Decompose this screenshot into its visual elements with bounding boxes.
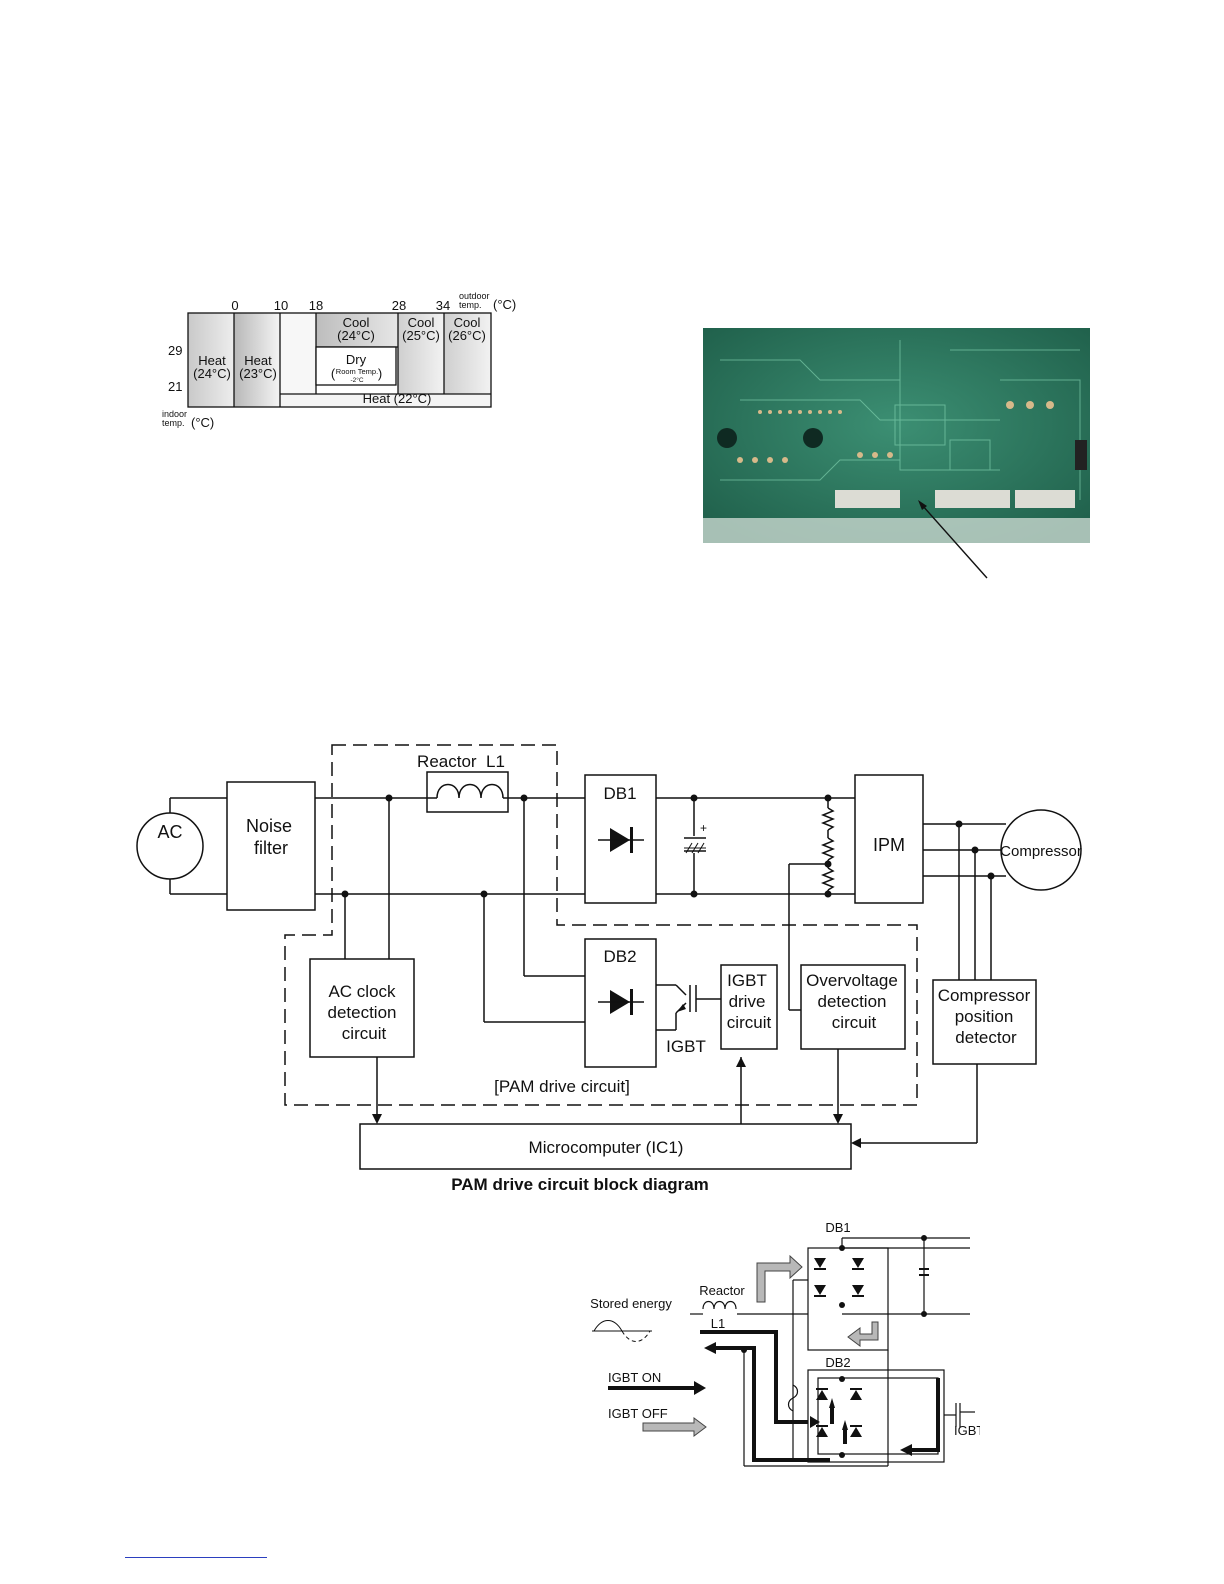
igbt-off-label: IGBT OFF (608, 1406, 668, 1421)
ac-clock-detection-block (309, 958, 415, 1058)
overvoltage-label: detection (818, 992, 887, 1011)
reactor-l1-block (426, 771, 509, 813)
noise-filter-block (226, 781, 316, 911)
ac-clock-label: AC clock (328, 982, 396, 1001)
outdoor-tick: 28 (392, 298, 406, 313)
capacitor-plus: + (700, 821, 707, 835)
microcomputer-block (359, 1123, 852, 1170)
zone-heat-24 (188, 313, 234, 407)
zone-label: Cool (454, 315, 481, 330)
zone-label: Cool (408, 315, 435, 330)
indoor-tick: 29 (168, 343, 182, 358)
pam-region-outline (284, 744, 918, 1106)
l1-label: L1 (711, 1316, 725, 1331)
outdoor-tick: 18 (309, 298, 323, 313)
noise-filter-label: filter (254, 838, 288, 858)
igbt-drive-label: circuit (727, 1013, 772, 1032)
overvoltage-label: circuit (832, 1013, 877, 1032)
db1-label: DB1 (825, 1220, 850, 1235)
zone-label: -2°C (350, 376, 363, 384)
zone-label: (25°C) (402, 328, 440, 343)
indoor-label: temp. (162, 418, 185, 428)
outdoor-tick: 10 (274, 298, 288, 313)
igbt-on-current-path (700, 1330, 940, 1462)
db1-block (584, 774, 657, 904)
igbt-off-current-path (756, 1254, 879, 1347)
igbt-label: IGBT (954, 1423, 980, 1438)
db2-block (584, 938, 657, 1068)
zone-label: (26°C) (448, 328, 486, 343)
pam-region-label: [PAM drive circuit] (494, 1077, 630, 1096)
operation-mode-chart: 0 10 18 28 34 outdoor temp. (°C) 29 21 i… (162, 291, 516, 430)
zone-label: ) (378, 366, 382, 381)
outdoor-unit: (°C) (493, 297, 516, 312)
zone-label: Dry (346, 352, 367, 367)
ac-clock-label: detection (328, 1003, 397, 1022)
ac-label: AC (157, 822, 182, 842)
ipm-label: IPM (873, 835, 905, 855)
zone-label: (24°C) (193, 366, 231, 381)
indoor-label: indoor (162, 409, 187, 419)
ipm-block (854, 774, 924, 904)
comp-position-label: detector (955, 1028, 1017, 1047)
db2-label: DB2 (603, 947, 636, 966)
zone-label: Heat (22°C) (363, 391, 432, 406)
comp-position-label: position (955, 1007, 1014, 1026)
outdoor-label: outdoor (459, 291, 490, 301)
overvoltage-detection-block (800, 964, 906, 1050)
stored-energy-label: Stored energy (590, 1296, 672, 1311)
outdoor-tick: 0 (231, 298, 238, 313)
reactor-label: Reactor (699, 1283, 745, 1298)
outdoor-label: temp. (459, 300, 482, 310)
pam-operation-diagram: DB1 DB2 Reactor L1 Stored energy IGBT ON… (590, 1220, 980, 1467)
indoor-unit: (°C) (191, 415, 214, 430)
igbt-drive-label: IGBT (727, 971, 767, 990)
igbt-drive-block (720, 964, 778, 1050)
block-diagram-caption: PAM drive circuit block diagram (451, 1175, 709, 1194)
compressor-position-detector-block (932, 979, 1037, 1065)
compressor-motor (1000, 809, 1082, 891)
outdoor-tick: 34 (436, 298, 450, 313)
zone-label: Heat (244, 353, 272, 368)
igbt-label: IGBT (666, 1037, 706, 1056)
comp-position-label: Compressor (938, 986, 1031, 1005)
zone-label: (24°C) (337, 328, 375, 343)
zone-label: Heat (198, 353, 226, 368)
igbt-on-label: IGBT ON (608, 1370, 661, 1385)
overvoltage-label: Overvoltage (806, 971, 898, 990)
zone-label: Cool (343, 315, 370, 330)
db2-label: DB2 (825, 1355, 850, 1370)
zone-cool-25 (398, 313, 444, 394)
zone-cool-24 (316, 313, 398, 347)
zone-heat-23 (234, 313, 280, 407)
zone-label: Room Temp. (336, 367, 378, 376)
microcomputer-label: Microcomputer (IC1) (529, 1138, 684, 1157)
reactor-label: Reactor L1 (417, 752, 505, 771)
footer-link-rule (125, 1557, 267, 1558)
pam-block-diagram: + AC Noise filter Reactor L1 DB1 DB2 IPM… (136, 744, 1082, 1194)
indoor-tick: 21 (168, 379, 182, 394)
zone-heat-22 (280, 394, 491, 407)
noise-filter-label: Noise (246, 816, 292, 836)
zone-blank (280, 313, 316, 394)
pcb-photo (703, 328, 1090, 579)
zone-label: ( (331, 366, 336, 381)
zone-label: (23°C) (239, 366, 277, 381)
zone-cool-26 (444, 313, 491, 394)
igbt-drive-label: drive (729, 992, 766, 1011)
db1-label: DB1 (603, 784, 636, 803)
compressor-label: Compressor (1000, 843, 1082, 860)
ac-clock-label: circuit (342, 1024, 387, 1043)
